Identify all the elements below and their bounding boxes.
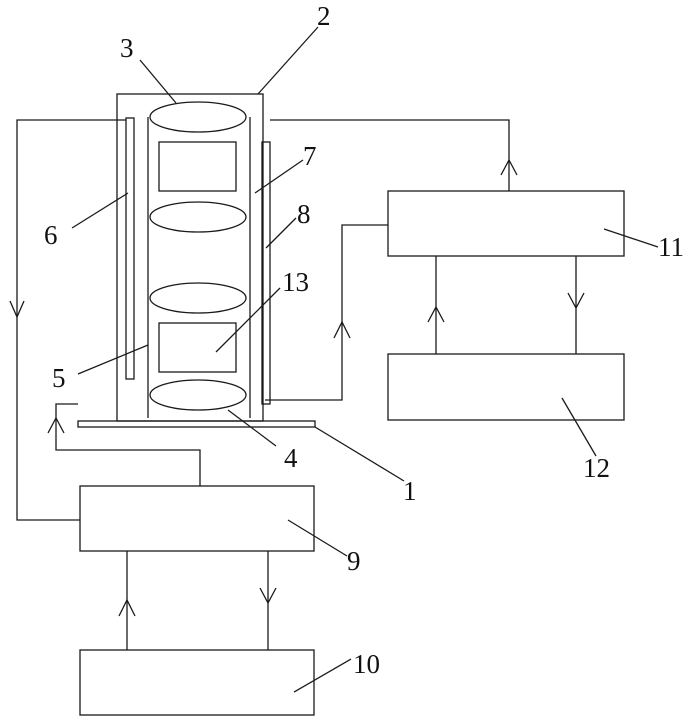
leader-6 xyxy=(72,193,128,228)
label-9: 9 xyxy=(347,546,361,576)
loop-line-top xyxy=(17,120,126,520)
source-box-12 xyxy=(388,354,624,420)
lens-upper-middle xyxy=(150,202,246,232)
leader-11 xyxy=(604,229,658,247)
leader-4 xyxy=(228,410,276,446)
lens-lower-middle xyxy=(150,283,246,313)
heater-rod-left xyxy=(126,118,134,379)
label-8: 8 xyxy=(297,199,311,229)
label-10: 10 xyxy=(353,649,380,679)
controller-box-11 xyxy=(388,191,624,256)
leader-2 xyxy=(258,27,318,94)
lens-bottom xyxy=(150,380,246,410)
leader-10 xyxy=(294,659,351,692)
inner-block-upper xyxy=(159,142,236,191)
line-housing-to-11 xyxy=(265,225,388,400)
leader-3 xyxy=(140,60,176,103)
label-4: 4 xyxy=(284,443,298,473)
label-5: 5 xyxy=(52,363,66,393)
leader-1 xyxy=(315,427,404,481)
controller-box-9 xyxy=(80,486,314,551)
label-13: 13 xyxy=(282,267,309,297)
source-box-10 xyxy=(80,650,314,715)
label-11: 11 xyxy=(658,232,684,262)
label-3: 3 xyxy=(120,33,134,63)
inner-block-lower xyxy=(159,323,236,372)
label-7: 7 xyxy=(303,141,317,171)
base-plate xyxy=(78,421,315,427)
lens-top xyxy=(150,102,246,132)
label-6: 6 xyxy=(44,220,58,250)
line-9-to-base xyxy=(56,404,200,486)
leader-5 xyxy=(78,345,148,374)
leader-12 xyxy=(562,398,596,456)
label-12: 12 xyxy=(583,453,610,483)
label-2: 2 xyxy=(317,1,331,31)
label-1: 1 xyxy=(403,476,417,506)
